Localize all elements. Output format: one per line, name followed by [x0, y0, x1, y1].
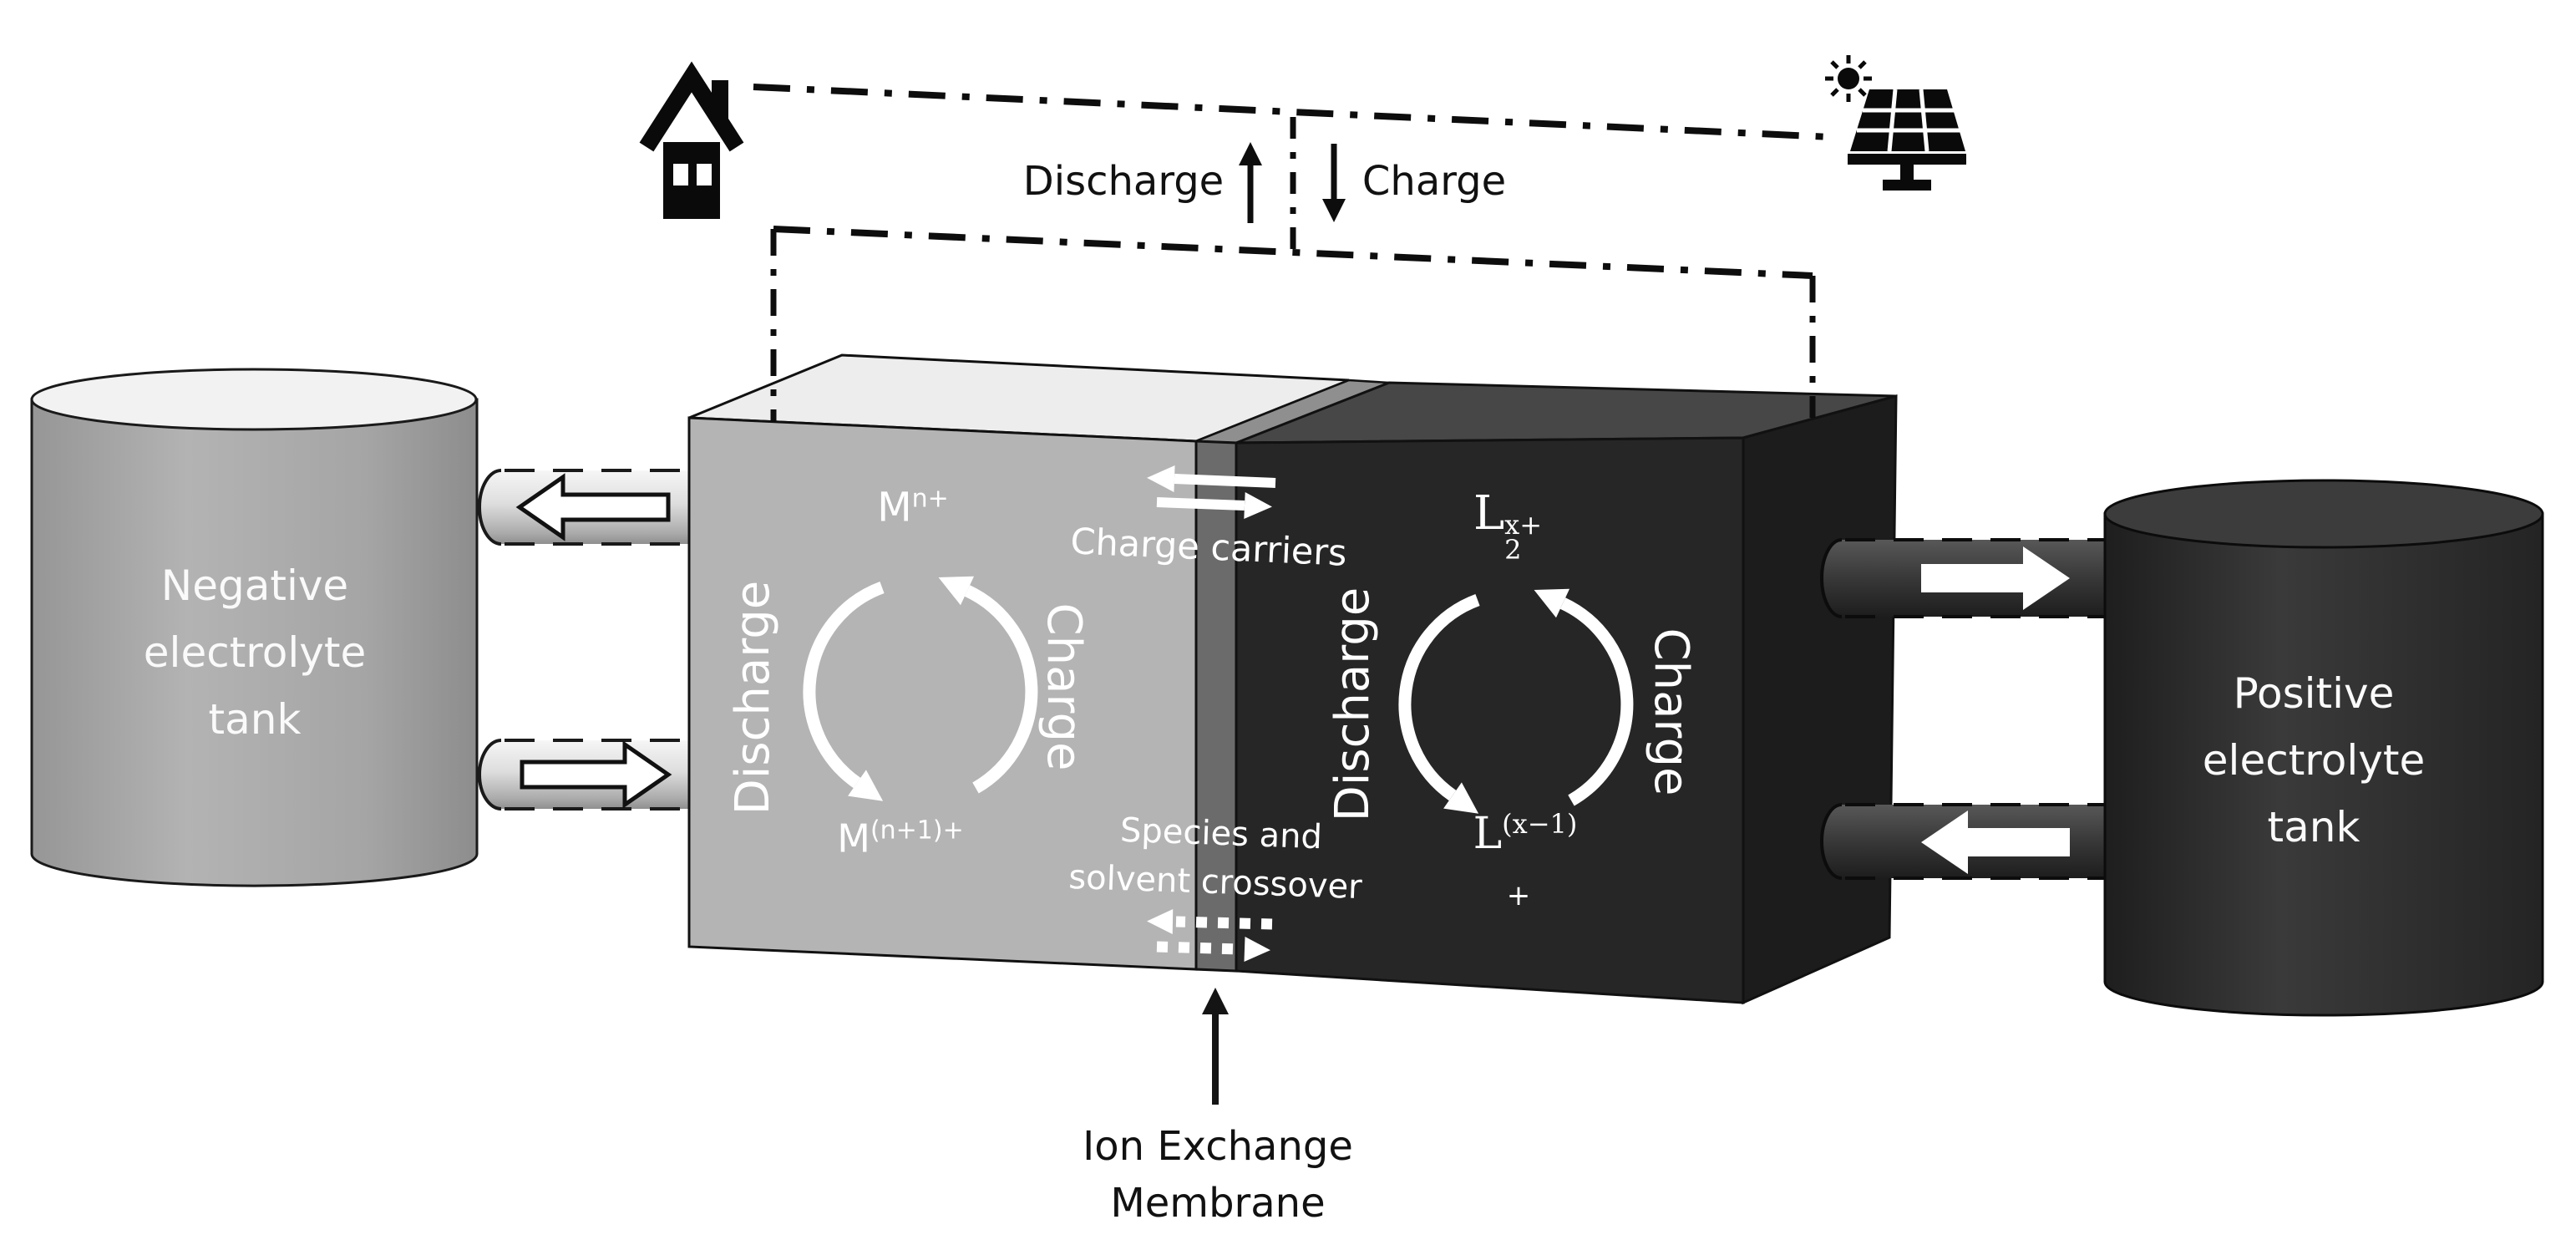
flow-arrow-to-negative-tank	[515, 473, 671, 541]
positive-tank	[2103, 479, 2544, 1017]
species-sup: (x−1)	[1502, 807, 1578, 840]
positive-discharge-label: Discharge	[1326, 587, 1380, 822]
negative-tank-label-line3: tank	[208, 695, 302, 744]
positive-species-plus: +	[1506, 879, 1531, 912]
species-base: L	[1473, 809, 1503, 860]
negative-tank-label-line2: electrolyte	[143, 628, 367, 677]
positive-species-bottom: L(x−1)	[1473, 811, 1578, 856]
positive-pipes	[1820, 538, 2122, 880]
discharge-flow-label: Discharge	[1022, 158, 1225, 205]
panel-face	[1850, 89, 1965, 151]
panel-grid	[1857, 89, 1960, 152]
grid-connection-lines	[753, 84, 1832, 422]
charge-arc	[1559, 597, 1634, 806]
grid-line-bottom	[773, 226, 1813, 279]
negative-pipes	[478, 469, 695, 811]
membrane-pointer-head	[1202, 988, 1229, 1014]
crossover-arrow-right-shaft	[1156, 941, 1242, 955]
positive-tank-top	[2103, 479, 2544, 549]
species-base: M	[877, 484, 912, 531]
negative-tank	[30, 368, 479, 887]
positive-tank-label-line3: tank	[2267, 803, 2360, 851]
positive-charge-label: Charge	[1644, 628, 1698, 796]
discharge-arc-head	[848, 770, 884, 801]
carrier-arrow-right-shaft	[1156, 497, 1245, 511]
negative-species-reduced: M(n+1)+	[837, 816, 964, 858]
flow-arrow-to-positive-tank	[1921, 546, 2070, 610]
discharge-arc	[1398, 593, 1480, 801]
cell-positive-side-face	[1742, 394, 1898, 1005]
pipe-positive-lower-cap	[1820, 803, 1843, 880]
pipe-negative-upper-cap	[478, 469, 502, 546]
positive-tank-label: Positive electrolyte tank	[2203, 660, 2425, 861]
crossover-arrow-left-shaft	[1175, 916, 1273, 930]
panel-foot	[1883, 180, 1931, 191]
flow-cell	[687, 353, 1898, 1005]
panel-stem	[1900, 165, 1914, 181]
negative-tank-top	[30, 368, 478, 431]
negative-tank-body	[30, 398, 479, 887]
pipe-positive-upper-cap	[1820, 538, 1843, 618]
species-sup: n+	[911, 484, 949, 514]
species-sup: (n+1)+	[870, 816, 964, 846]
house-window	[673, 164, 688, 185]
crossover-label-line2: solvent crossover	[1067, 857, 1363, 907]
charge-arc-head	[938, 576, 975, 606]
species-base: M	[837, 816, 870, 861]
flow-arrow-to-cell-positive	[1921, 811, 2070, 874]
carrier-arrow-left-shaft	[1174, 474, 1276, 488]
negative-charge-label: Charge	[1037, 602, 1091, 771]
negative-discharge-label: Discharge	[726, 580, 780, 816]
discharge-arc	[803, 581, 885, 789]
discharge-direction-arrow-head	[1239, 142, 1262, 165]
grid-line-top	[753, 84, 1832, 140]
sun-icon	[1838, 68, 1859, 89]
crossover-arrows	[1147, 909, 1273, 962]
carrier-arrow-right-head	[1244, 492, 1272, 519]
panel-base	[1848, 154, 1966, 165]
cell-positive-face	[1235, 436, 1745, 1004]
negative-cycle-arrows	[803, 576, 1038, 801]
sun-rays	[1825, 55, 1872, 102]
house-window	[697, 164, 712, 185]
charge-arc-head	[1534, 588, 1570, 618]
species-sup: x+	[1504, 509, 1543, 541]
charge-arc	[964, 585, 1038, 794]
crossover-label-line1: Species and	[1119, 811, 1323, 857]
house-icon	[639, 61, 744, 219]
membrane-label-line1: Ion Exchange	[1083, 1123, 1353, 1170]
positive-tank-label-line1: Positive	[2233, 669, 2395, 718]
species-base: L	[1473, 486, 1505, 541]
crossover-arrow-left-head	[1147, 909, 1174, 934]
membrane-pointer	[1202, 988, 1229, 1105]
house-roof	[639, 61, 744, 152]
positive-tank-label-line2: electrolyte	[2202, 736, 2426, 785]
charge-direction-arrow-head	[1322, 199, 1346, 222]
positive-cycle-arrows	[1398, 588, 1634, 814]
pipe-negative-lower-cap	[478, 739, 502, 811]
negative-tank-label: Negative electrolyte tank	[144, 552, 366, 753]
species-stack: x+2	[1504, 509, 1543, 566]
carrier-arrow-left-head	[1147, 465, 1175, 492]
negative-species-oxidized: Mn+	[877, 484, 949, 531]
membrane-label-line2: Membrane	[1110, 1180, 1326, 1227]
crossover-arrow-right-head	[1244, 937, 1270, 962]
solar-panel-icon	[1825, 55, 1966, 191]
discharge-arc-head	[1443, 782, 1479, 814]
species-sub: 2	[1504, 534, 1522, 566]
charge-flow-label: Charge	[1362, 158, 1507, 205]
negative-tank-label-line1: Negative	[160, 562, 349, 610]
charge-carrier-arrows	[1147, 465, 1276, 519]
flow-arrow-to-cell-negative	[520, 740, 672, 809]
positive-tank-body	[2103, 512, 2544, 1017]
